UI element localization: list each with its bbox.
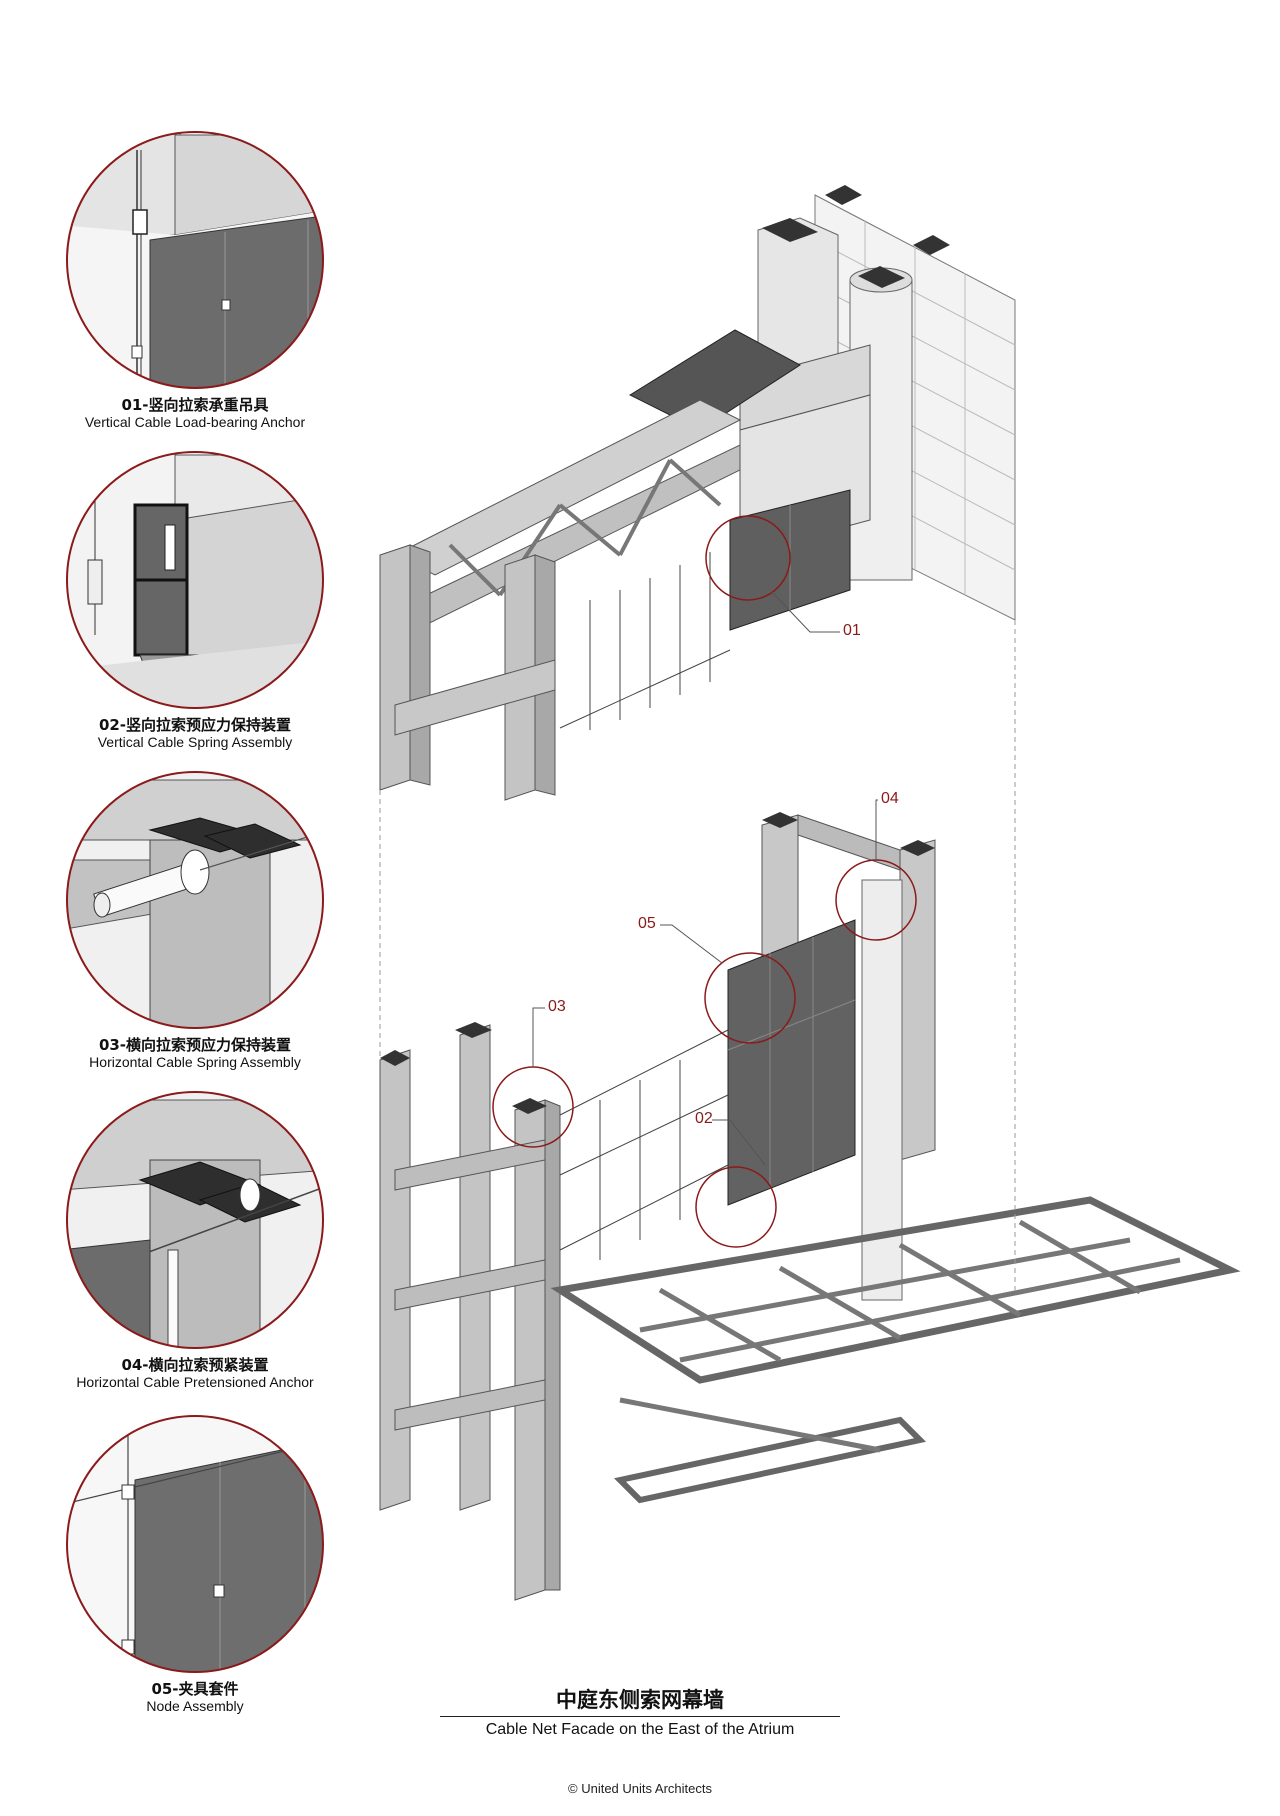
title-rule [440, 1716, 840, 1717]
callout-03: 03 [548, 998, 566, 1015]
detail-label-02-cn: 02-竖向拉索预应力保持装置 [98, 716, 292, 734]
detail-label-01-cn: 01-竖向拉索承重吊具 [121, 396, 269, 414]
detail-label-04-cn: 04-横向拉索预紧装置 [121, 1356, 269, 1374]
detail-label-05: 05-夹具套件 Node Assembly [45, 1680, 345, 1715]
detail-bubble-03 [66, 771, 324, 1029]
detail-label-03-en: Horizontal Cable Spring Assembly [89, 1054, 301, 1070]
detail-label-05-en: Node Assembly [146, 1698, 244, 1714]
upper-truss-assembly [379, 185, 1016, 801]
detail-label-04-en: Horizontal Cable Pretensioned Anchor [76, 1374, 314, 1390]
detail-bubble-01 [66, 131, 324, 389]
detail-label-02-en: Vertical Cable Spring Assembly [97, 734, 293, 750]
detail-label-03-cn: 03-横向拉索预应力保持装置 [98, 1036, 292, 1054]
callout-04: 04 [881, 790, 899, 807]
title-cn: 中庭东侧索网幕墙 [556, 1688, 724, 1712]
detail-bubble-04 [66, 1091, 324, 1349]
callout-05: 05 [638, 915, 656, 932]
detail-label-01-en: Vertical Cable Load-bearing Anchor [84, 414, 306, 430]
detail-label-01: 01-竖向拉索承重吊具 Vertical Cable Load-bearing … [45, 396, 345, 431]
title-block: 中庭东侧索网幕墙 Cable Net Facade on the East of… [440, 1688, 840, 1739]
detail-bubble-05 [66, 1415, 324, 1673]
guide-lines [379, 620, 1016, 1290]
callout-02: 02 [695, 1110, 713, 1127]
callout-leaders [532, 591, 878, 1166]
title-en: Cable Net Facade on the East of the Atri… [485, 1721, 795, 1738]
detail-label-03: 03-横向拉索预应力保持装置 Horizontal Cable Spring A… [45, 1036, 345, 1071]
detail-label-05-cn: 05-夹具套件 [151, 1680, 239, 1698]
lower-frame-assembly [379, 812, 1241, 1601]
credit-text: © United Units Architects [568, 1781, 712, 1796]
detail-bubble-02 [66, 451, 324, 709]
detail-label-02: 02-竖向拉索预应力保持装置 Vertical Cable Spring Ass… [45, 716, 345, 751]
detail-label-04: 04-横向拉索预紧装置 Horizontal Cable Pretensione… [45, 1356, 345, 1391]
callout-01: 01 [843, 622, 861, 639]
